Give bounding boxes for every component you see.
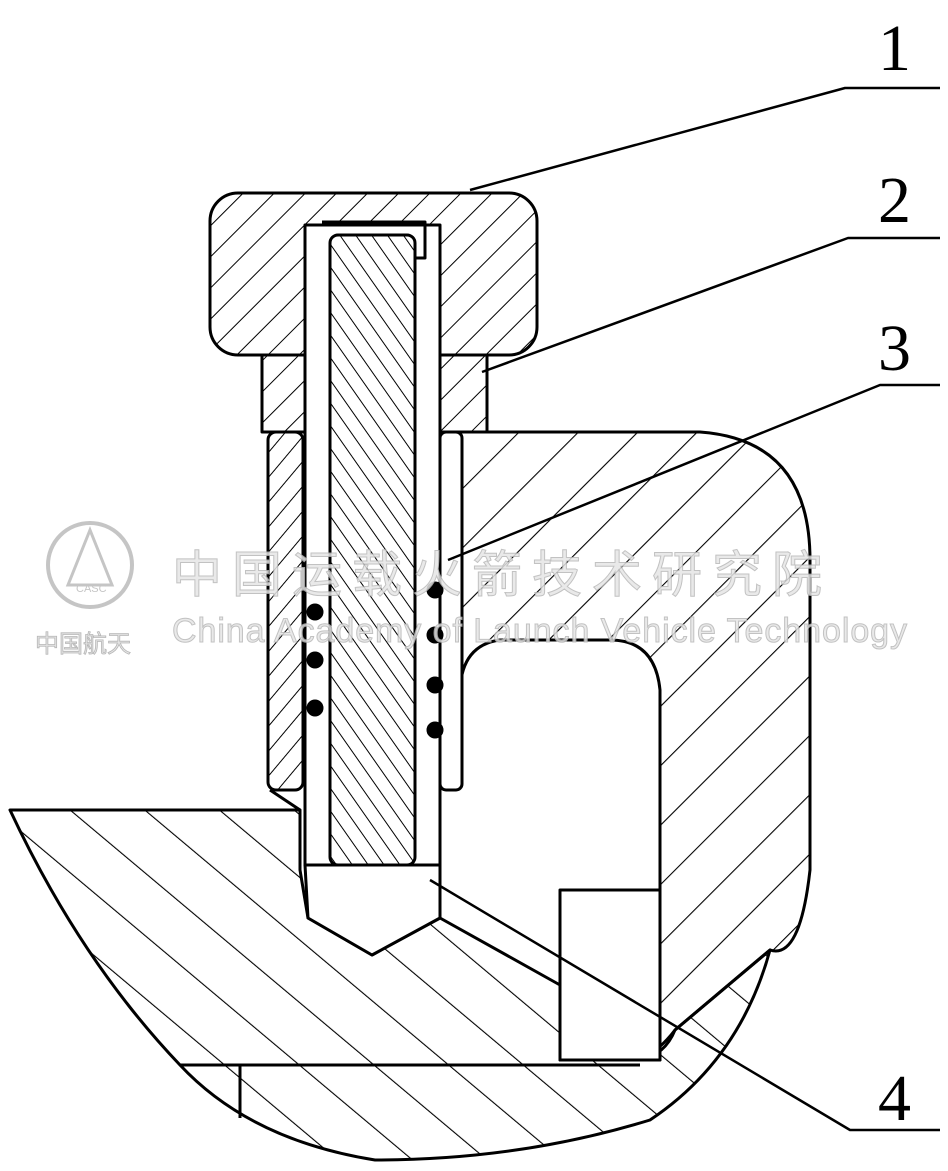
base-housing bbox=[8, 808, 772, 1162]
part-label-3: 3 bbox=[878, 312, 911, 385]
logo-text: CASC bbox=[76, 583, 107, 595]
part-label-2: 2 bbox=[878, 164, 911, 237]
spring bbox=[306, 581, 444, 739]
watermark-brand: 中国航天 bbox=[35, 630, 131, 658]
part-label-1: 1 bbox=[878, 12, 911, 85]
bolt-tip bbox=[303, 863, 442, 957]
main-body bbox=[438, 430, 812, 1062]
watermark-title-cn: 中国运载火箭技术研究院 bbox=[172, 546, 832, 604]
inner-block bbox=[558, 888, 662, 1062]
watermark: CASC 中国航天 中国运载火箭技术研究院 China Academy of L… bbox=[35, 521, 908, 658]
casc-logo bbox=[46, 521, 134, 609]
watermark-title-en: China Academy of Launch Vehicle Technolo… bbox=[172, 612, 907, 650]
sleeve bbox=[266, 430, 305, 792]
part-label-4: 4 bbox=[878, 1062, 911, 1135]
leader-lines bbox=[429, 86, 940, 1132]
